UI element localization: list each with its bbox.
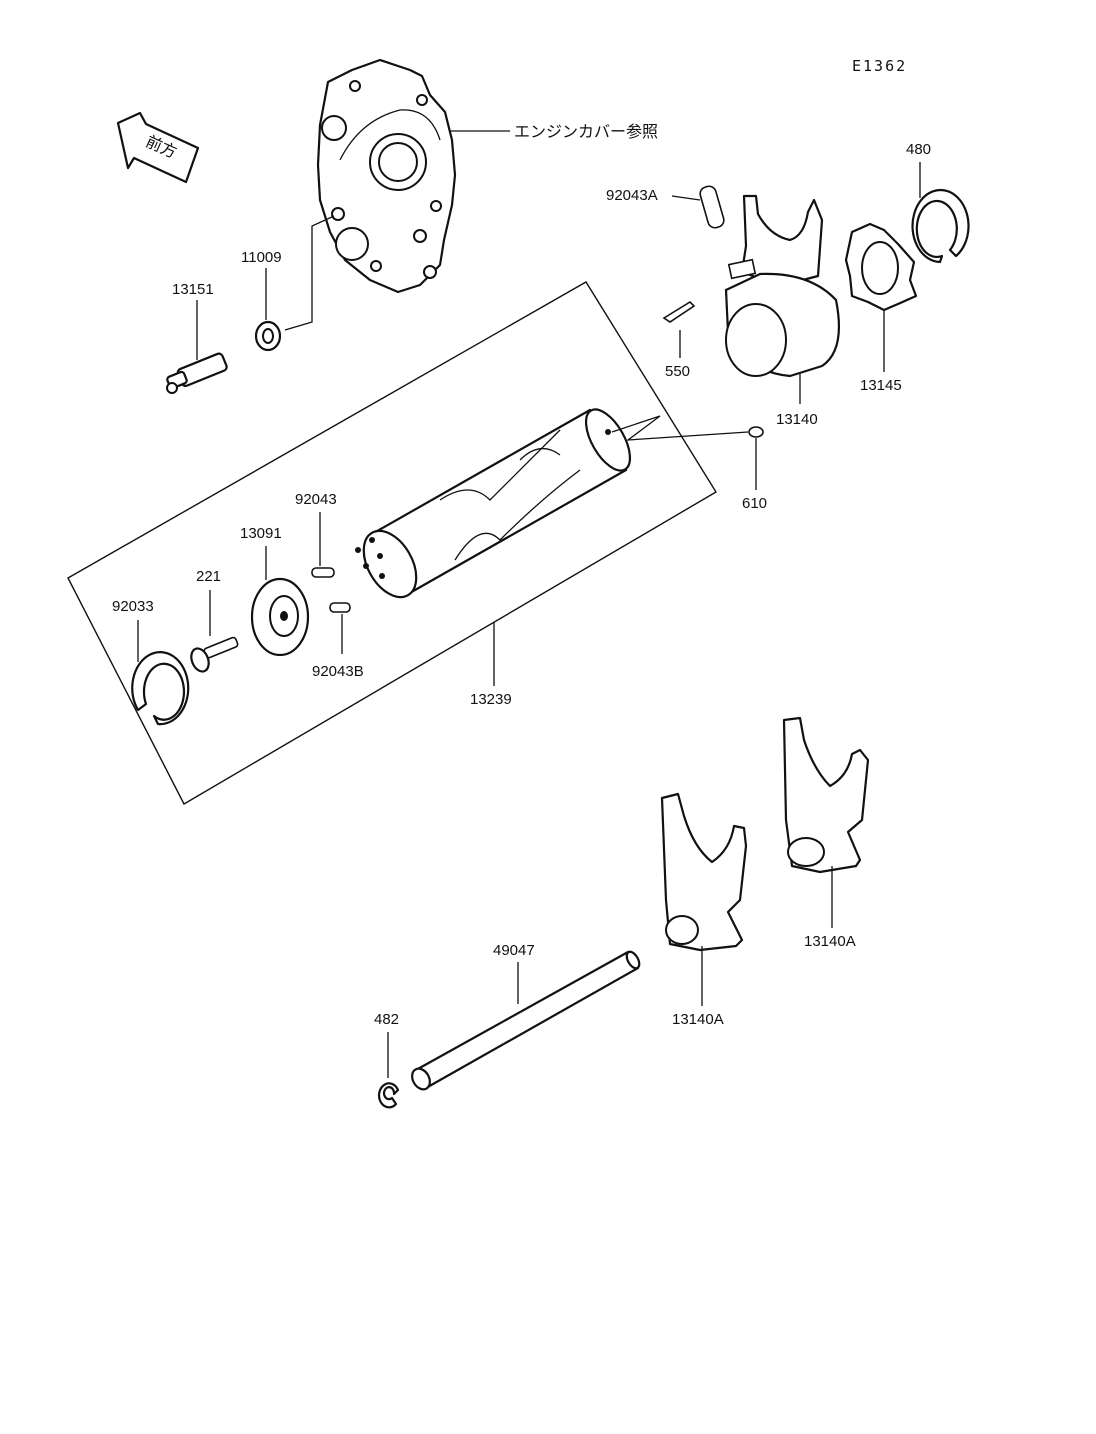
part-label-92043A: 92043A [606, 187, 658, 204]
part-label-13140A-left: 13140A [672, 1011, 724, 1028]
engine-cover-ref-label: エンジンカバー参照 [514, 122, 658, 141]
pin-92043B [329, 602, 351, 613]
part-label-11009: 11009 [241, 249, 282, 266]
part-label-610: 610 [742, 495, 767, 512]
leader-92043A [671, 195, 701, 201]
neutral-switch [166, 352, 228, 394]
diagram-code: E1362 [852, 57, 907, 75]
front-arrow-icon: 前方 [116, 111, 200, 184]
circlip-480 [911, 188, 970, 264]
screw-221 [190, 636, 239, 673]
part-label-13140A-right: 13140A [804, 933, 856, 950]
part-label-480: 480 [906, 141, 931, 158]
part-label-482: 482 [374, 1011, 399, 1028]
leader-11009-cover [284, 215, 335, 331]
leader-610-drum [611, 415, 749, 441]
shift-fork-13140A-right [782, 716, 870, 874]
part-label-221: 221 [196, 568, 221, 585]
pin-92043 [311, 567, 335, 578]
part-label-92043B: 92043B [312, 663, 364, 680]
part-label-13091: 13091 [240, 525, 282, 542]
part-label-92033: 92033 [112, 598, 154, 615]
circlip-92033 [131, 651, 190, 726]
e-clip-482 [377, 1082, 400, 1109]
part-label-13140: 13140 [776, 411, 818, 428]
part-label-550: 550 [665, 363, 690, 380]
part-label-92043: 92043 [295, 491, 337, 508]
star-cam-13145 [844, 222, 918, 312]
cotter-pin-550 [662, 300, 696, 323]
shift-drum-plate-13091 [250, 577, 310, 657]
shift-fork-13140A-left [660, 792, 748, 952]
shift-fork-13140 [724, 194, 840, 378]
pin-92043A [699, 185, 725, 229]
part-label-13151: 13151 [172, 281, 214, 298]
washer-11009 [254, 320, 282, 352]
part-label-49047: 49047 [493, 942, 535, 959]
shift-drum-assembly-frame [67, 281, 717, 805]
part-label-13239: 13239 [470, 691, 512, 708]
part-label-13145: 13145 [860, 377, 902, 394]
engine-cover [316, 58, 457, 294]
shift-drum [355, 408, 632, 599]
shift-fork-shaft-49047 [411, 950, 641, 1091]
pin-610 [748, 426, 764, 438]
